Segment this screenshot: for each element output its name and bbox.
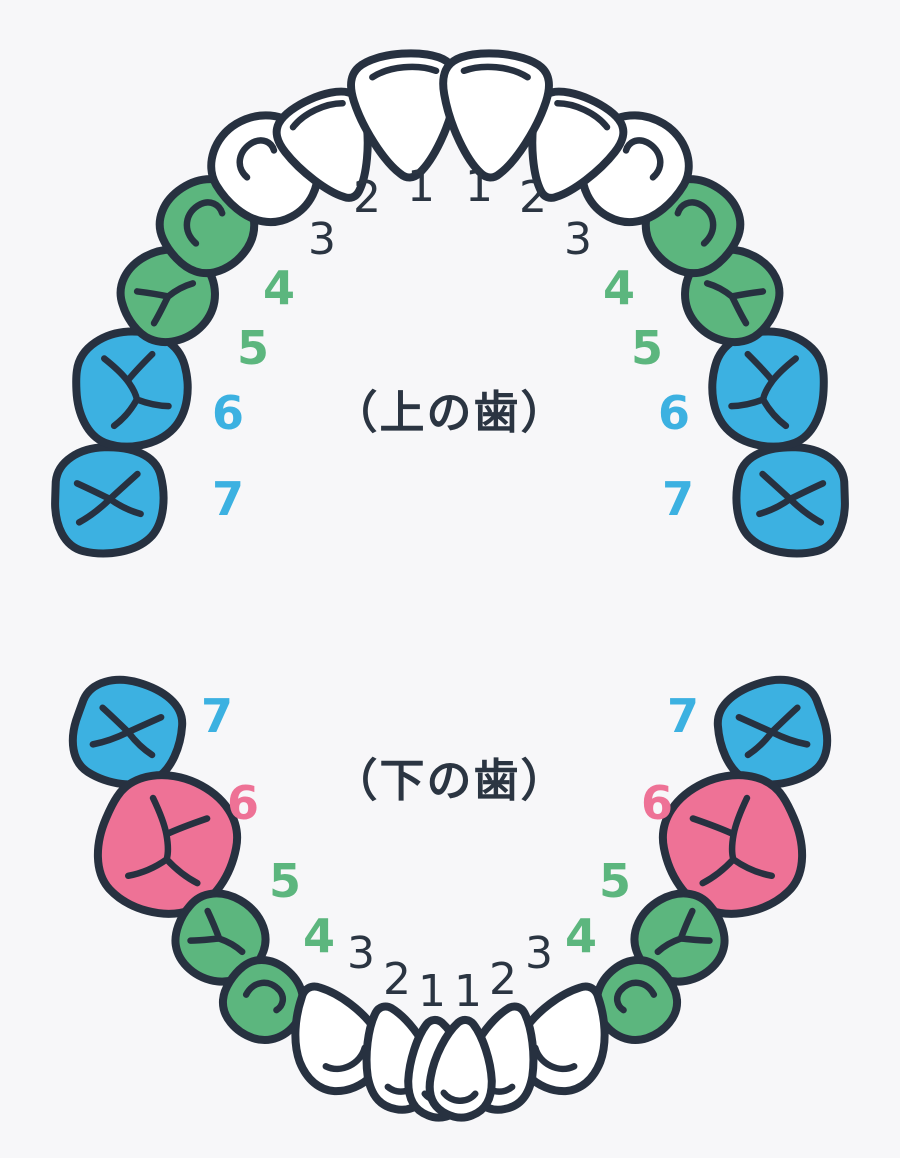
lower-left-number-3: 3 [347, 928, 375, 979]
upper-right-number-3: 3 [564, 214, 592, 265]
lower-right-number-7: 7 [667, 689, 699, 743]
lower-left-number-5: 5 [269, 854, 301, 908]
lower-arch-title: （下の歯） [332, 754, 567, 807]
upper-left-number-5: 5 [237, 321, 269, 375]
upper-right-number-4: 4 [603, 261, 635, 315]
lower-arch: 7 7 6 6 5 5 4 4 3 3 2 2 1 1 （下の歯） [65, 671, 835, 1120]
lower-right-number-1: 1 [454, 966, 482, 1017]
upper-left-number-3: 3 [308, 214, 336, 265]
lower-left-number-6: 6 [227, 776, 259, 830]
lower-right-number-3: 3 [525, 928, 553, 979]
lower-left-number-1: 1 [418, 966, 446, 1017]
lower-right-number-2: 2 [489, 954, 517, 1005]
lower-right-number-5: 5 [599, 854, 631, 908]
tooth-upper-right-7 [731, 441, 851, 558]
upper-left-number-4: 4 [263, 261, 295, 315]
upper-right-number-5: 5 [631, 321, 663, 375]
lower-right-number-6: 6 [641, 776, 673, 830]
upper-right-number-6: 6 [658, 386, 690, 440]
upper-right-number-2: 2 [519, 172, 547, 223]
lower-right-number-4: 4 [565, 909, 597, 963]
upper-arch: 1 1 2 2 3 3 4 4 5 5 6 6 7 7 （上の歯） [49, 50, 850, 559]
lower-left-number-2: 2 [383, 954, 411, 1005]
upper-right-number-1: 1 [465, 161, 493, 212]
upper-left-number-7: 7 [212, 472, 244, 526]
upper-left-number-6: 6 [212, 386, 244, 440]
upper-right-number-7: 7 [662, 472, 694, 526]
lower-left-number-4: 4 [303, 909, 335, 963]
lower-left-number-7: 7 [201, 689, 233, 743]
upper-left-number-1: 1 [407, 161, 435, 212]
upper-arch-title: （上の歯） [332, 386, 567, 439]
tooth-upper-left-7 [49, 441, 169, 558]
upper-left-number-2: 2 [353, 172, 381, 223]
